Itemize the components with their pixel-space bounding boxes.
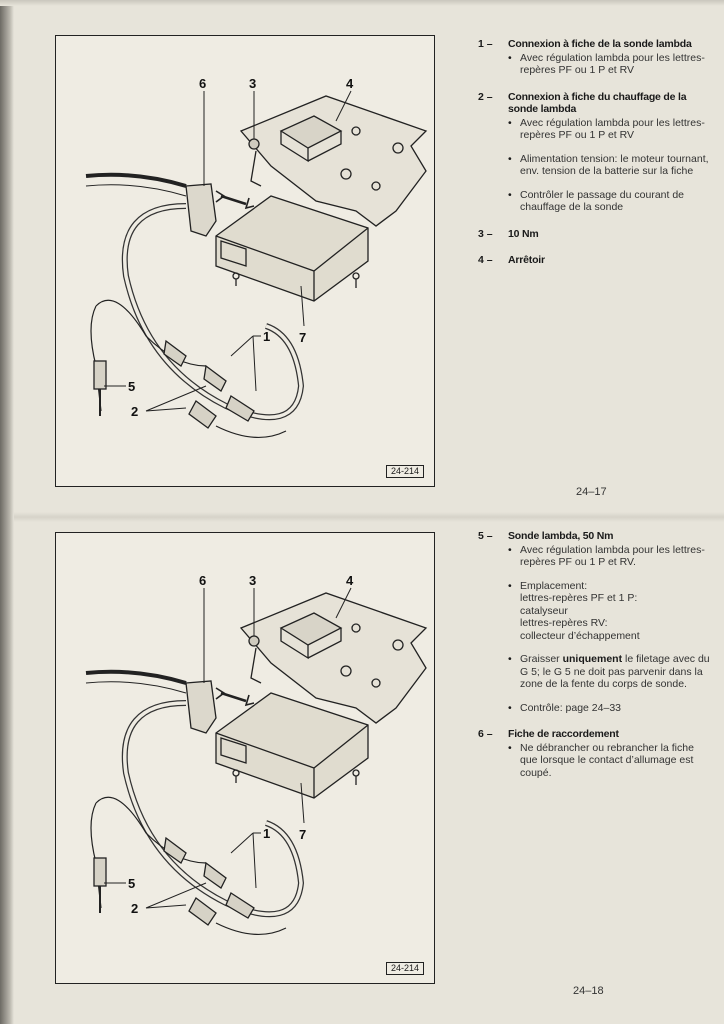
book-binding-shadow [0, 0, 14, 1024]
item-number: 3 – [478, 227, 493, 240]
item-number: 2 – [478, 90, 493, 103]
page-24-17: 6 3 4 1 7 5 2 24-214 1 – Connexion à fic… [0, 0, 724, 512]
callout-1: 1 [263, 826, 270, 841]
bullet-text: le filetage avec du G 5; le G 5 ne doit … [520, 653, 710, 690]
callout-4: 4 [346, 573, 354, 588]
callout-7: 7 [299, 827, 306, 842]
item-number: 6 – [478, 728, 493, 740]
item-title: Arrêtoir [508, 254, 545, 266]
callout-2: 2 [131, 901, 138, 916]
callout-3: 3 [249, 573, 256, 588]
callout-6: 6 [199, 76, 206, 91]
item-title: Connexion à fiche de la sonde lambda [508, 38, 692, 50]
legend-list: 1 – Connexion à fiche de la sonde lambda… [478, 38, 714, 281]
item-bullet: Ne débrancher ou rebrancher la fiche que… [508, 742, 714, 780]
callout-6: 6 [199, 573, 206, 588]
exploded-view-drawing: 6 3 4 1 7 5 2 [85, 573, 428, 936]
lambda-probe-diagram: 6 3 4 1 7 5 2 24-214 [55, 35, 435, 487]
item-bullet: Avec régulation lambda pour les lettres-… [508, 52, 714, 77]
page-top-edge [0, 0, 724, 6]
item-title: Fiche de raccordement [508, 728, 619, 740]
page-separator [14, 512, 724, 522]
page-number: 24–17 [576, 486, 607, 498]
figure-id-label: 24-214 [385, 962, 424, 975]
callout-7: 7 [299, 330, 306, 345]
item-bullet: Avec régulation lambda pour les lettres-… [508, 544, 714, 569]
legend-item: 4 – Arrêtoir [478, 254, 714, 267]
item-bullet: Graisser uniquement le filetage avec du … [508, 653, 714, 691]
callout-5: 5 [128, 379, 135, 394]
page-number: 24–18 [573, 985, 604, 997]
legend-item: 6 – Fiche de raccordement Ne débrancher … [478, 728, 714, 779]
item-title: Sonde lambda, 50 Nm [508, 530, 614, 542]
item-bullet: Emplacement: lettres-repères PF et 1 P: … [508, 580, 714, 643]
legend-item: 2 – Connexion à fiche du chauffage de la… [478, 91, 714, 214]
bullet-text: Graisser [520, 653, 563, 665]
lambda-probe-diagram: 6 3 4 1 7 5 2 24-214 [55, 532, 435, 984]
item-number: 4 – [478, 254, 493, 266]
callout-5: 5 [128, 876, 135, 891]
item-title: Connexion à fiche du chauffage de la son… [508, 90, 687, 116]
item-number: 1 – [478, 38, 493, 50]
callout-3: 3 [249, 76, 256, 91]
callout-1: 1 [263, 329, 270, 344]
item-bullet: Alimentation tension: le moteur tournant… [508, 153, 714, 178]
figure-id-label: 24-214 [385, 465, 424, 478]
item-bullet: Contrôler le passage du courant de chauf… [508, 189, 714, 214]
legend-item: 5 – Sonde lambda, 50 Nm Avec régulation … [478, 530, 714, 714]
page-24-18: 6 3 4 1 7 5 2 24-214 5 – Sonde lambda, 5… [0, 512, 724, 1024]
exploded-view-drawing: 6 3 4 1 7 5 2 [85, 76, 428, 439]
callout-2: 2 [131, 404, 138, 419]
item-bullet: Contrôle: page 24–33 [508, 702, 714, 715]
item-bullet: Avec régulation lambda pour les lettres-… [508, 117, 714, 142]
legend-list: 5 – Sonde lambda, 50 Nm Avec régulation … [478, 530, 714, 793]
callout-4: 4 [346, 76, 354, 91]
legend-item: 1 – Connexion à fiche de la sonde lambda… [478, 38, 714, 77]
bullet-emphasis: uniquement [562, 653, 623, 665]
legend-item: 3 – 10 Nm [478, 228, 714, 241]
item-number: 5 – [478, 530, 493, 542]
item-title: 10 Nm [508, 227, 539, 240]
